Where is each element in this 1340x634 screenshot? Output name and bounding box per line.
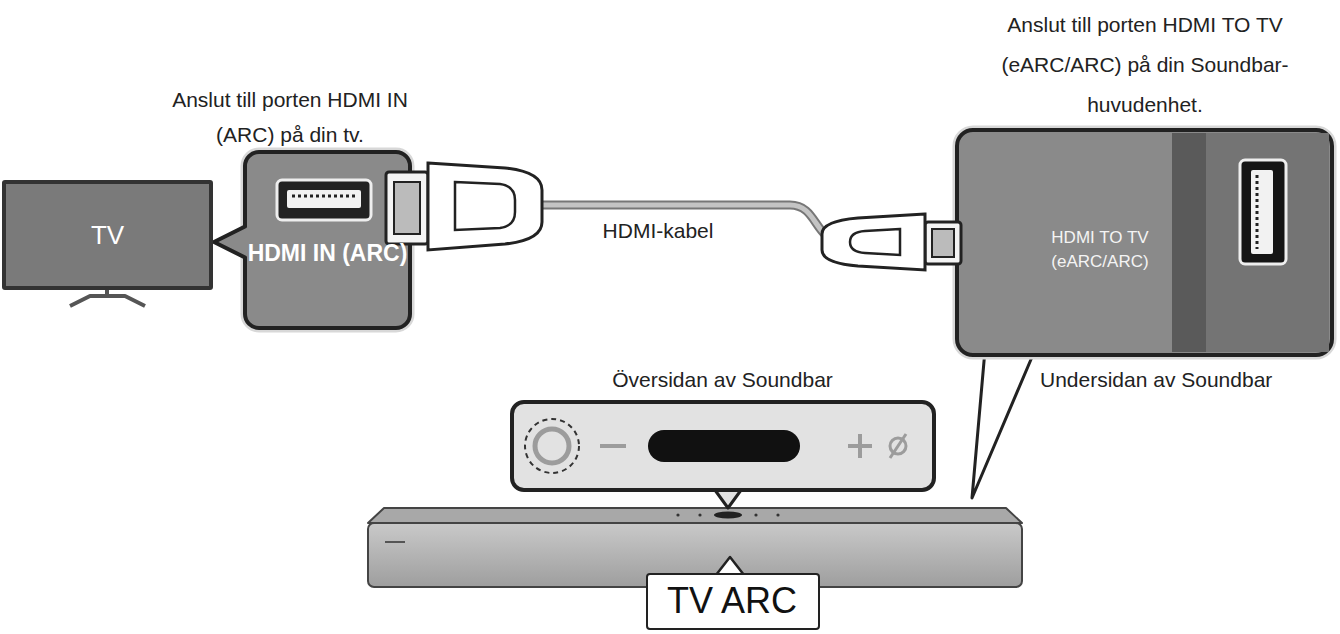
hdmi-plug-left: [386, 163, 542, 250]
tv-screen: TV: [2, 180, 213, 290]
hdmi-to-tv-port-callout: Anslut till porten HDMI TO TV (eARC/ARC)…: [955, 5, 1335, 357]
box-label: HDMI TO TV (eARC/ARC): [1025, 226, 1175, 274]
top-panel-callout: Översidan av Soundbar: [500, 365, 945, 490]
callout-heading: Anslut till porten HDMI IN (ARC) på din …: [165, 82, 415, 152]
cable-label: HDMI-kabel: [603, 217, 714, 245]
tv-stand: [70, 290, 145, 306]
hdmi-in-port-callout: Anslut till porten HDMI IN (ARC) på din …: [165, 82, 415, 330]
callout-heading: Anslut till porten HDMI TO TV (eARC/ARC)…: [977, 5, 1313, 125]
box-label: TV: [6, 184, 209, 286]
box-label: Översidan av Soundbar: [500, 365, 945, 395]
view-label: Undersidan av Soundbar: [1040, 366, 1272, 394]
top-panel-callout: [512, 402, 934, 508]
box-label: HDMI IN (ARC): [245, 234, 410, 272]
hdmi-plug-right: [822, 214, 961, 270]
hdmi-in-callout: [214, 152, 410, 328]
hdmi-to-tv-callout: [957, 130, 1332, 498]
box-label: TV ARC: [648, 575, 817, 627]
tv-arc-button-box: TV ARC: [646, 573, 820, 630]
